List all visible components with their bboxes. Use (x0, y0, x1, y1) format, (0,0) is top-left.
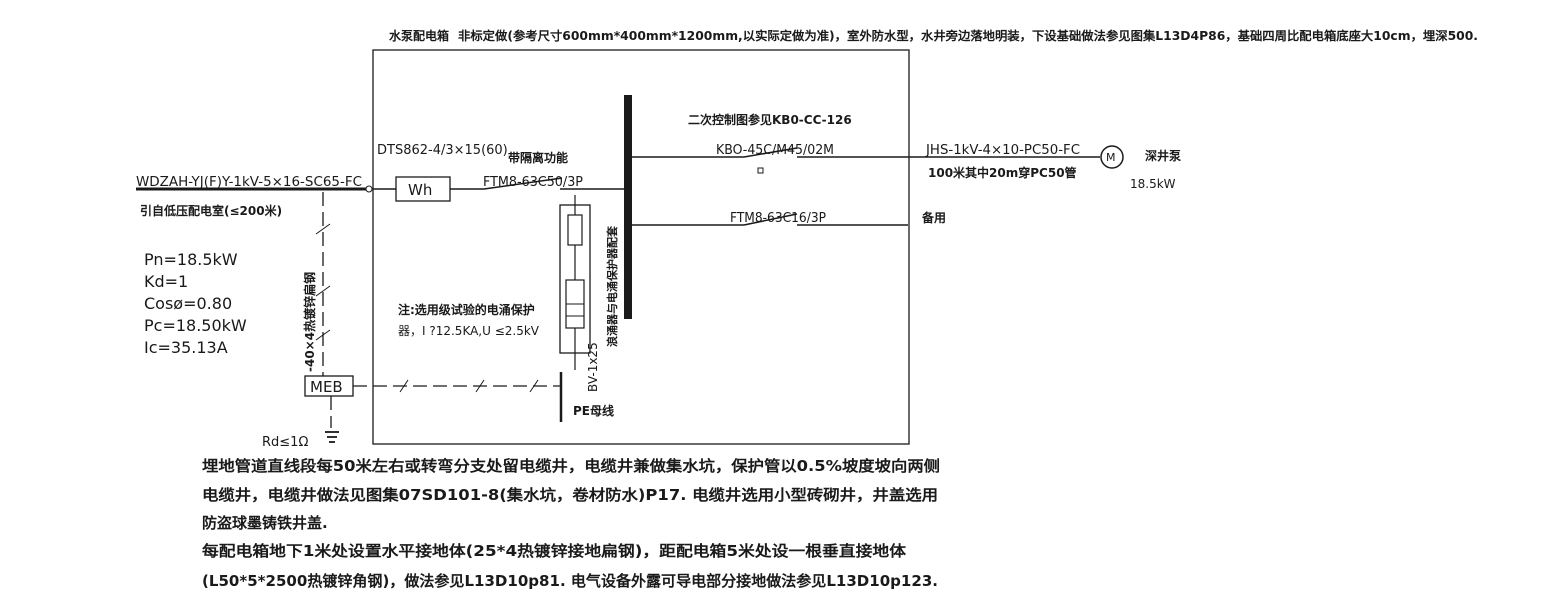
main-breaker-contact (483, 177, 563, 190)
note-line-3: 防盗球墨铸铁井盖. (202, 514, 328, 532)
pe-bus-label: PE母线 (573, 403, 614, 418)
load-cos: Cosø=0.80 (144, 294, 232, 313)
kbo-marker (757, 167, 764, 174)
ground-tick-2 (315, 285, 331, 297)
outgoing-cable-note: 100米其中20m穿PC50管 (928, 165, 1077, 180)
note-line-4: 每配电箱地下1米处设置水平接地体(25*4热镀锌接地扁钢)，距配电箱5米处设一根… (202, 542, 907, 560)
busbar-label: 浪涌器与电涌保护器配套 (605, 225, 619, 347)
flat-steel-label: -40×4热镀锌扁钢 (302, 272, 317, 372)
busbar (624, 95, 632, 319)
ground-tick-5 (475, 379, 485, 393)
meter-isolation-label: 带隔离功能 (508, 150, 568, 165)
meter-model: DTS862-4/3×15(60) (377, 143, 508, 158)
meb-box (304, 375, 354, 397)
box-title: 水泵配电箱 (389, 28, 449, 43)
outgoing-cable-label: JHS-1kV-4×10-PC50-FC (925, 143, 1080, 158)
load-kd: Kd=1 (144, 272, 188, 291)
load-pn: Pn=18.5kW (144, 250, 238, 269)
ground-tick-6 (529, 379, 539, 393)
surge-note-line2: 器，I ?12.5KA,U ≤2.5kV (398, 324, 540, 338)
spare-breaker-label: FTM8-63C16/3P (730, 211, 826, 226)
meb-label: MEB (310, 378, 343, 396)
motor-icon (1100, 145, 1124, 169)
incoming-cable-label: WDZAH-YJ(F)Y-1kV-5×16-SC65-FC (136, 175, 362, 190)
motor-symbol: M (1106, 151, 1116, 164)
spare-label: 备用 (921, 210, 946, 225)
surge-fuse (567, 214, 583, 246)
pump-name: 深井泵 (1145, 148, 1181, 163)
bv-cable-label: BV-1x25 (586, 342, 600, 392)
note-line-1: 埋地管道直线段每50米左右或转弯分支处留电缆井，电缆井兼做集水坑，保护管以0.5… (202, 457, 940, 475)
box-spec: 非标定做(参考尺寸600mm*400mm*1200mm,以实际定做为准)，室外防… (458, 28, 1478, 43)
ground-tick-4 (399, 379, 409, 393)
incoming-terminal (365, 185, 373, 193)
kbo-label: KBO-45C/M45/02M (716, 143, 834, 158)
load-ic: Ic=35.13A (144, 338, 228, 357)
ground-tick-1 (315, 223, 331, 235)
distribution-box-frame (372, 49, 910, 445)
main-breaker-label: FTM8-63C50/3P (483, 175, 583, 190)
spare-breaker-contact (743, 213, 798, 226)
meter-symbol: Wh (408, 181, 432, 199)
note-line-5: (L50*5*2500热镀锌角钢)，做法参见L13D10p81. 电气设备外露可… (202, 572, 938, 590)
incoming-source-label: 引自低压配电室(≤200米) (140, 203, 282, 218)
ground-resistance-label: Rd≤1Ω (262, 435, 308, 450)
note-line-2: 电缆井，电缆井做法见图集07SD101-8(集水坑，卷材防水)P17. 电缆井选… (202, 486, 938, 504)
surge-note-line1: 注:选用级试验的电涌保护 (398, 302, 535, 317)
kbo-contact (743, 147, 798, 158)
secondary-control-label: 二次控制图参见KB0-CC-126 (688, 112, 852, 127)
pump-power: 18.5kW (1130, 177, 1176, 191)
load-pc: Pc=18.50kW (144, 316, 247, 335)
ground-tick-3 (315, 329, 331, 341)
